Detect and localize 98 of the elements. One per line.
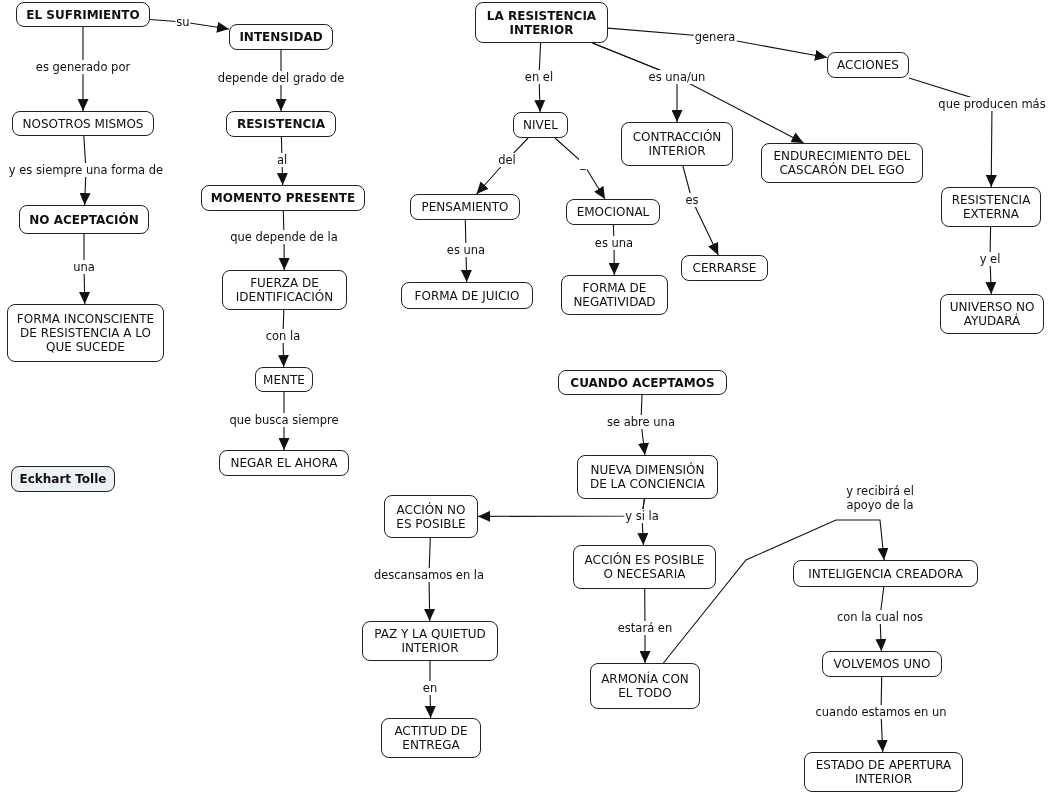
concept-label: LA RESISTENCIA INTERIOR [485,8,598,37]
concept-label: NOSOTROS MISMOS [22,116,144,131]
concept-label: NUEVA DIMENSIÓN DE LA CONCIENCIA [589,463,706,491]
concept-label: CONTRACCIÓN INTERIOR [631,130,723,158]
linking-phrase: es [684,193,700,207]
linking-phrase: una [72,260,96,274]
concept-box [621,122,733,166]
linking-phrase: es una [593,236,635,250]
concept-box [561,275,668,315]
concept-label: PENSAMIENTO [421,200,509,214]
concept-label: INTELIGENCIA CREADORA [808,566,963,581]
linking-phrase: al [275,153,289,167]
linking-phrase: es generado por [34,60,132,74]
concept-label: CUANDO ACEPTAMOS [570,375,715,390]
concept-label: NIVEL [523,118,558,132]
concept-label: UNIVERSO NO AYUDARÁ [948,300,1036,328]
concept-box [822,651,942,677]
concept-label: EL SUFRIMIENTO [26,7,140,22]
concept-label: MENTE [263,372,305,387]
linking-phrase: en el [523,70,555,84]
concept-label: PAZ Y LA QUIETUD INTERIOR [373,627,487,655]
concept-box [566,199,660,225]
linking-phrase: cuando estamos en un [814,705,948,719]
linking-phrase: en [421,681,439,695]
arrow [79,233,91,305]
concept-label: NEGAR EL AHORA [230,456,338,470]
concept-box [222,270,347,310]
concept-box [573,545,716,589]
concept-label: INTENSIDAD [239,30,323,44]
arrow [682,165,719,256]
linking-phrase: descansamos en la [372,568,486,582]
linking-phrase: depende del grado de [216,71,346,85]
concept-box [12,111,154,136]
concept-box [761,143,923,183]
linking-phrase: con la cual nos [836,610,924,624]
linking-phrase: es una [445,243,487,257]
concept-label: FUERZA DE IDENTIFICACIÓN [234,276,335,304]
concept-box [827,52,909,78]
concept-label: ESTADO DE APERTURA INTERIOR [814,758,953,786]
concept-label: NO ACEPTACIÓN [29,212,139,227]
linking-phrase: que busca siempre [228,413,340,427]
concept-box [226,111,336,137]
concept-box [7,304,164,362]
concept-label: ACCIÓN NO ES POSIBLE [395,502,467,531]
concept-box [804,752,963,792]
concept-box [793,560,978,587]
linking-phrase: estará en [616,621,674,635]
concept-label: ARMONÍA CON EL TODO [600,672,690,700]
concept-label: ACCIONES [837,58,899,72]
linking-phrase: del [497,153,517,167]
arrow [149,18,230,33]
concept-label: FORMA INCONSCIENTE DE RESISTENCIA A LO QUE SUCEDE [15,312,156,354]
linking-phrase: con la [264,329,302,343]
concept-box [940,294,1044,334]
linking-phrase: que depende de la [229,230,339,244]
arrow [985,226,997,295]
concept-label: VOLVEMOS UNO [833,657,931,671]
linking-phrase: _ [579,156,587,170]
concept-box [19,205,149,234]
concept-box [255,367,313,392]
linking-phrase: que producen más [937,97,1047,111]
concept-label: RESISTENCIA [236,117,326,131]
concept-box [401,282,533,309]
arrow [662,519,889,664]
concept-box [410,194,520,220]
arrow [424,660,436,719]
concept-box [513,112,568,138]
concept-label: Eckhart Tolle [19,472,107,486]
concept-box [16,2,150,27]
concept-box [941,187,1041,227]
concept-box [362,621,498,661]
concept-label: EMOCIONAL [576,205,650,219]
concept-label: RESISTENCIA EXTERNA [950,193,1032,221]
concept-box [11,466,115,492]
concept-box [229,24,333,50]
linking-phrase: y el [978,252,1002,266]
concept-box [577,455,718,499]
concept-box [219,450,349,476]
arrow [554,137,606,200]
concept-box [558,370,727,395]
concept-box [590,663,700,709]
concept-label: FORMA DE JUICIO [414,288,520,303]
concept-label: MOMENTO PRESENTE [210,191,356,205]
concept-box [475,2,608,43]
concept-box [384,495,478,538]
concept-box [681,255,768,281]
concept-label: CERRARSE [692,261,757,275]
concept-label: ACCIÓN ES POSIBLE O NECESARIA [583,553,706,581]
concept-box [201,185,365,211]
linking-phrase: se abre una [606,415,676,429]
linking-phrase: y es siempre una forma de [7,163,165,177]
concept-label: FORMA DE NEGATIVIDAD [572,281,657,309]
linking-phrase: es una/un [647,70,707,84]
linking-phrase: y si la [624,509,660,523]
concept-box [381,718,481,758]
concept-label: ENDURECIMIENTO DEL CASCARÓN DEL EGO [772,149,912,177]
concept-label: ACTITUD DE ENTREGA [393,724,469,752]
arrow [77,26,89,112]
